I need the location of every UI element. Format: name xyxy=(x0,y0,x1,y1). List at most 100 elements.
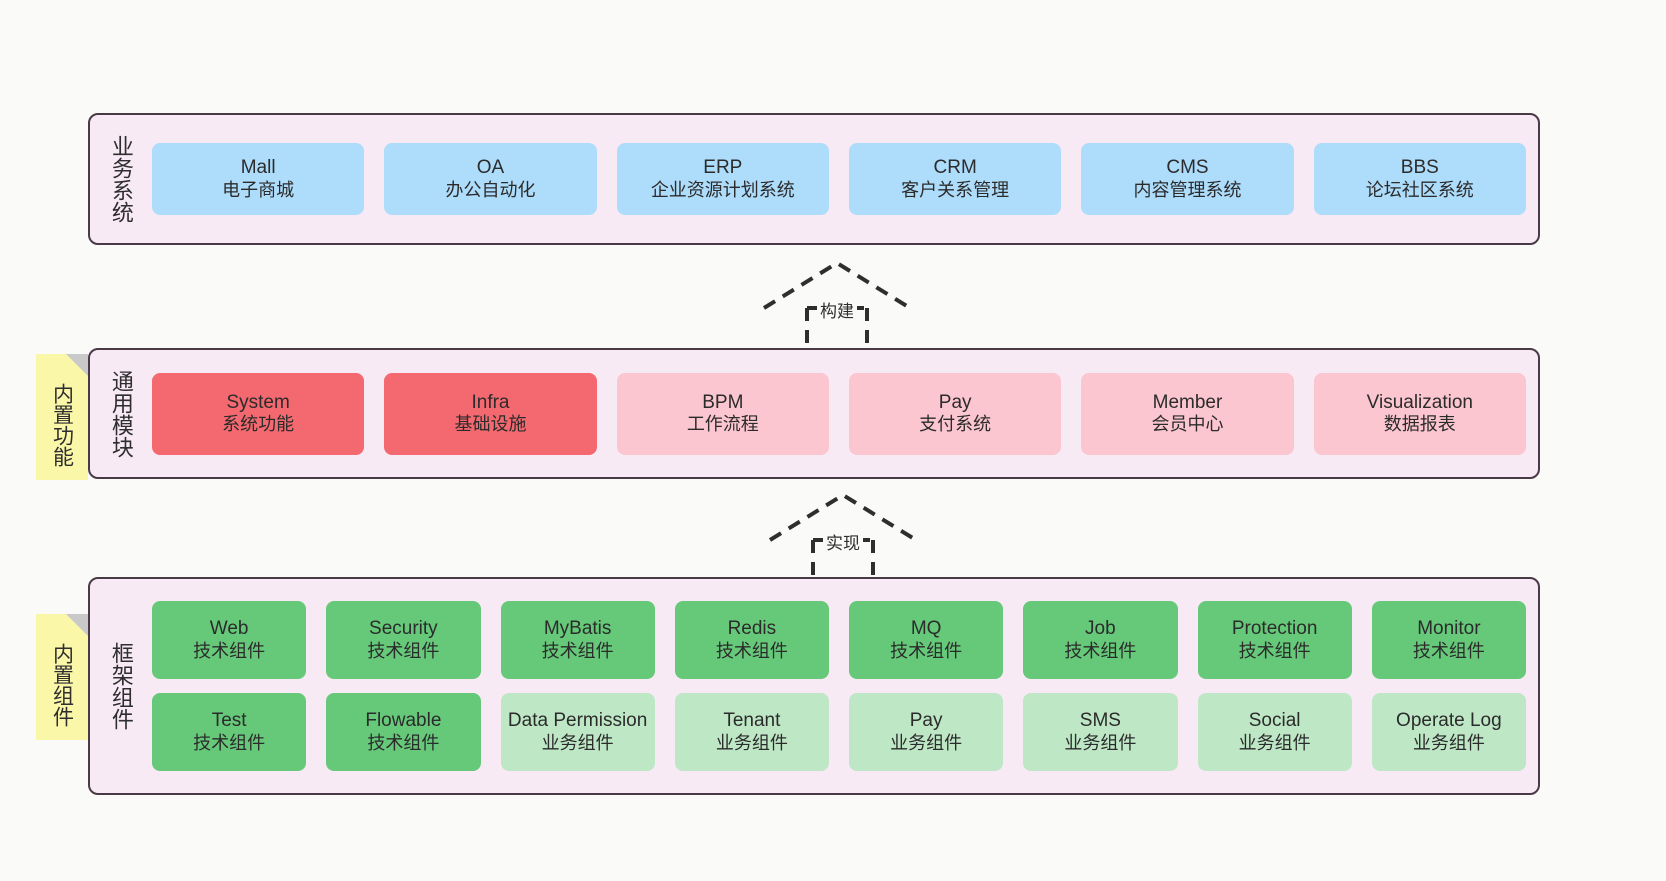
card-web[interactable]: Web 技术组件 xyxy=(152,601,307,679)
card-mybatis[interactable]: MyBatis 技术组件 xyxy=(500,601,655,679)
card-redis-name: Redis xyxy=(727,618,777,640)
card-tenant[interactable]: Tenant 业务组件 xyxy=(674,693,829,771)
card-web-name: Web xyxy=(209,618,249,640)
card-bpm-name: BPM xyxy=(702,391,744,413)
card-visualization-desc: 数据报表 xyxy=(1383,414,1456,435)
card-tenant-name: Tenant xyxy=(723,710,781,732)
card-operate-log-desc: 业务组件 xyxy=(1412,732,1485,753)
card-social-name: Social xyxy=(1248,710,1301,732)
card-redis-desc: 技术组件 xyxy=(715,640,788,661)
arrow-build: 构建 xyxy=(762,258,912,353)
arrow-realize-label: 实现 xyxy=(823,528,863,555)
card-visualization-name: Visualization xyxy=(1366,391,1473,413)
card-bbs-name: BBS xyxy=(1400,157,1439,179)
card-member[interactable]: Member 会员中心 xyxy=(1081,372,1294,455)
card-security[interactable]: Security 技术组件 xyxy=(326,601,481,679)
card-infra-name: Infra xyxy=(471,391,510,413)
card-test[interactable]: Test 技术组件 xyxy=(152,693,307,771)
card-protection-name: Protection xyxy=(1231,618,1318,640)
arrow-build-label: 构建 xyxy=(817,296,857,323)
sticky-note-builtin-components-label: 内置组件 xyxy=(50,643,74,727)
layer-modules-body: System 系统功能 Infra 基础设施 BPM 工作流程 Pay 支付系统… xyxy=(146,350,1538,477)
framework-card-row-1: Web 技术组件 Security 技术组件 MyBatis 技术组件 Redi… xyxy=(152,601,1526,679)
card-bpm[interactable]: BPM 工作流程 xyxy=(616,372,829,455)
layer-framework-components: 框架组件 Web 技术组件 Security 技术组件 MyBatis 技术组件… xyxy=(88,577,1540,795)
card-infra[interactable]: Infra 基础设施 xyxy=(384,372,597,455)
card-cms-desc: 内容管理系统 xyxy=(1133,179,1242,200)
card-mall-name: Mall xyxy=(240,157,276,179)
card-job[interactable]: Job 技术组件 xyxy=(1023,601,1178,679)
card-erp-desc: 企业资源计划系统 xyxy=(650,179,795,200)
card-mq-name: MQ xyxy=(910,618,942,640)
card-erp-name: ERP xyxy=(703,157,743,179)
framework-card-row-2: Test 技术组件 Flowable 技术组件 Data Permission … xyxy=(152,693,1526,771)
card-sms-desc: 业务组件 xyxy=(1064,732,1137,753)
card-job-desc: 技术组件 xyxy=(1064,640,1137,661)
card-pay-component[interactable]: Pay 业务组件 xyxy=(849,693,1004,771)
card-mall[interactable]: Mall 电子商城 xyxy=(152,143,365,215)
card-mybatis-name: MyBatis xyxy=(543,618,612,640)
card-bbs-desc: 论坛社区系统 xyxy=(1365,179,1474,200)
card-flowable[interactable]: Flowable 技术组件 xyxy=(326,693,481,771)
card-monitor-desc: 技术组件 xyxy=(1412,640,1485,661)
card-monitor-name: Monitor xyxy=(1417,618,1481,640)
sticky-fold-icon xyxy=(66,354,88,376)
card-security-name: Security xyxy=(369,618,438,640)
sticky-note-builtin-functions: 内置功能 xyxy=(36,354,88,480)
card-oa[interactable]: OA 办公自动化 xyxy=(384,143,597,215)
card-member-desc: 会员中心 xyxy=(1151,414,1224,435)
card-flowable-desc: 技术组件 xyxy=(367,732,440,753)
card-oa-desc: 办公自动化 xyxy=(445,179,536,200)
card-bbs[interactable]: BBS 论坛社区系统 xyxy=(1313,143,1526,215)
layer-business-title: 业务系统 xyxy=(108,135,134,223)
card-infra-desc: 基础设施 xyxy=(454,414,527,435)
sticky-fold-icon xyxy=(66,614,88,636)
layer-framework-title: 框架组件 xyxy=(108,642,134,730)
card-social[interactable]: Social 业务组件 xyxy=(1197,693,1352,771)
card-visualization[interactable]: Visualization 数据报表 xyxy=(1313,372,1526,455)
card-sms-name: SMS xyxy=(1079,710,1121,732)
card-data-permission[interactable]: Data Permission 业务组件 xyxy=(500,693,655,771)
card-sms[interactable]: SMS 业务组件 xyxy=(1023,693,1178,771)
business-card-row: Mall 电子商城 OA 办公自动化 ERP 企业资源计划系统 CRM 客户关系… xyxy=(152,143,1526,215)
card-social-desc: 业务组件 xyxy=(1238,732,1311,753)
card-redis[interactable]: Redis 技术组件 xyxy=(674,601,829,679)
card-mall-desc: 电子商城 xyxy=(222,179,295,200)
card-crm[interactable]: CRM 客户关系管理 xyxy=(848,143,1062,215)
card-monitor[interactable]: Monitor 技术组件 xyxy=(1371,601,1526,679)
card-job-name: Job xyxy=(1085,618,1116,640)
card-mq[interactable]: MQ 技术组件 xyxy=(849,601,1004,679)
card-web-desc: 技术组件 xyxy=(193,640,266,661)
card-pay-component-desc: 业务组件 xyxy=(890,732,963,753)
card-protection-desc: 技术组件 xyxy=(1238,640,1311,661)
card-operate-log-name: Operate Log xyxy=(1396,710,1502,732)
layer-common-modules: 通用模块 System 系统功能 Infra 基础设施 BPM 工作流程 Pay… xyxy=(88,348,1540,479)
card-flowable-name: Flowable xyxy=(365,710,442,732)
card-system[interactable]: System 系统功能 xyxy=(152,372,365,455)
modules-card-row: System 系统功能 Infra 基础设施 BPM 工作流程 Pay 支付系统… xyxy=(152,372,1526,455)
card-erp[interactable]: ERP 企业资源计划系统 xyxy=(616,143,829,215)
arrow-realize: 实现 xyxy=(768,490,918,585)
card-cms[interactable]: CMS 内容管理系统 xyxy=(1081,143,1294,215)
card-protection[interactable]: Protection 技术组件 xyxy=(1197,601,1352,679)
card-mq-desc: 技术组件 xyxy=(890,640,963,661)
card-pay-module-desc: 支付系统 xyxy=(919,414,992,435)
card-crm-desc: 客户关系管理 xyxy=(901,179,1010,200)
card-cms-name: CMS xyxy=(1166,157,1209,179)
card-operate-log[interactable]: Operate Log 业务组件 xyxy=(1371,693,1526,771)
card-bpm-desc: 工作流程 xyxy=(686,414,759,435)
card-data-permission-name: Data Permission xyxy=(507,710,648,732)
card-data-permission-desc: 业务组件 xyxy=(541,732,614,753)
card-pay-component-name: Pay xyxy=(909,710,943,732)
layer-business-systems: 业务系统 Mall 电子商城 OA 办公自动化 ERP 企业资源计划系统 CRM… xyxy=(88,113,1540,245)
card-pay-module[interactable]: Pay 支付系统 xyxy=(848,372,1062,455)
sticky-note-builtin-components: 内置组件 xyxy=(36,614,88,740)
card-security-desc: 技术组件 xyxy=(367,640,440,661)
card-member-name: Member xyxy=(1152,391,1223,413)
card-system-desc: 系统功能 xyxy=(222,414,295,435)
sticky-note-builtin-functions-label: 内置功能 xyxy=(50,383,74,467)
card-mybatis-desc: 技术组件 xyxy=(541,640,614,661)
layer-framework-body: Web 技术组件 Security 技术组件 MyBatis 技术组件 Redi… xyxy=(146,579,1538,793)
card-oa-name: OA xyxy=(476,157,505,179)
